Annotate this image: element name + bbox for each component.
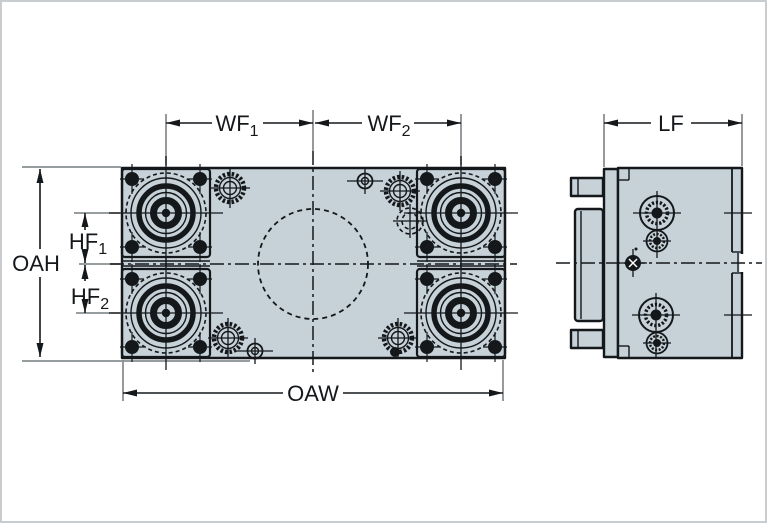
- oaw-label: OAW: [287, 381, 339, 406]
- hidden-gear-ring: [393, 204, 427, 238]
- arrowhead: [36, 169, 44, 183]
- front-view: [109, 151, 518, 374]
- side-rail: [573, 207, 605, 323]
- arrowhead: [489, 389, 503, 397]
- dim-wf2: WF2: [315, 111, 461, 140]
- arrowhead: [81, 249, 89, 263]
- center-bore-circle: [257, 208, 369, 320]
- side-view: [556, 166, 762, 360]
- lf-label: LF: [658, 111, 684, 136]
- hf2-label: HF2: [71, 284, 109, 313]
- side-stud-top: [569, 176, 605, 198]
- arrowhead: [81, 265, 89, 279]
- arrowhead: [36, 343, 44, 357]
- pin-bottom-right: [390, 347, 400, 357]
- arrowhead: [604, 119, 618, 127]
- arrowhead: [81, 213, 89, 227]
- arrowhead: [81, 299, 89, 313]
- dimensions: WF1 WF2 LF OAH HF1: [12, 111, 742, 406]
- arrowhead: [447, 119, 461, 127]
- arrowhead: [728, 119, 742, 127]
- arrowhead: [123, 389, 137, 397]
- dim-wf1: WF1: [166, 111, 313, 140]
- hf1-label: HF1: [69, 229, 107, 258]
- dim-hf2: HF2: [71, 265, 109, 313]
- oah-label: OAH: [12, 251, 60, 276]
- hex-bolt: [619, 247, 647, 277]
- dim-hf1: HF1: [69, 213, 107, 263]
- side-corner-steps: [618, 168, 630, 358]
- dim-oah: OAH: [12, 169, 60, 357]
- arrowhead: [166, 119, 180, 127]
- arrowhead: [315, 119, 329, 127]
- wf2-label: WF2: [367, 111, 410, 140]
- dim-lf: LF: [604, 111, 742, 136]
- dim-oaw: OAW: [123, 381, 503, 406]
- arrowhead: [299, 119, 313, 127]
- side-stud-bottom: [569, 328, 605, 350]
- wf1-label: WF1: [215, 111, 258, 140]
